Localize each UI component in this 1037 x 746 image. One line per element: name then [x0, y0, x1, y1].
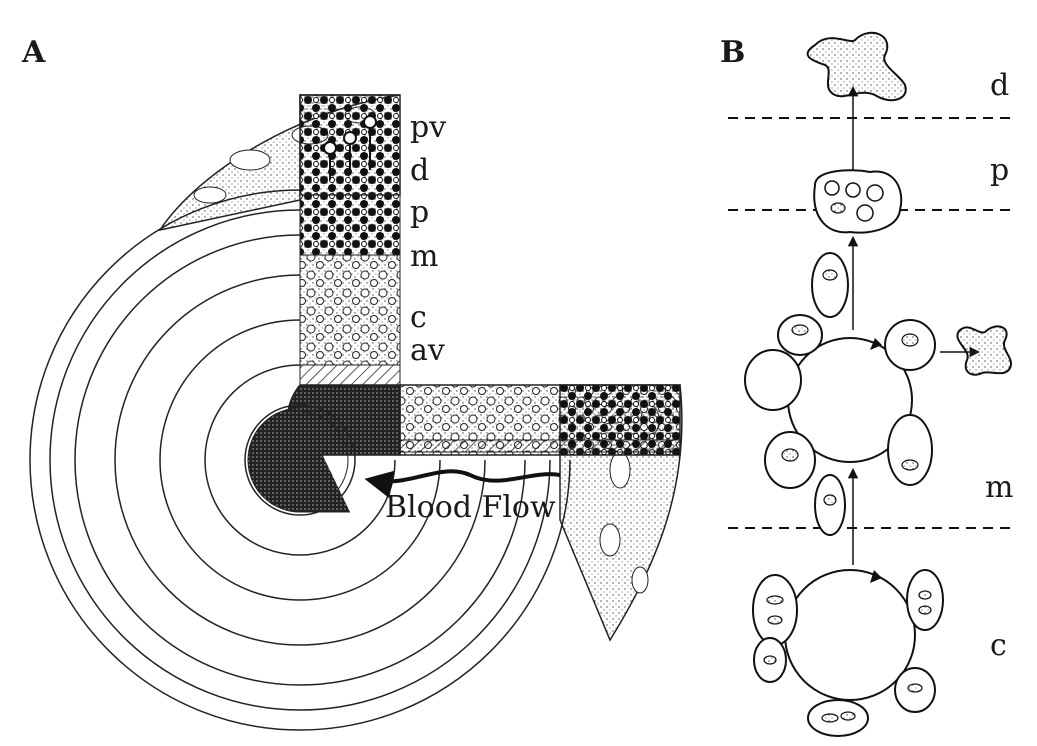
- zone-b-label-c: c: [990, 628, 1007, 663]
- cycle-arrow-m: [870, 338, 882, 350]
- blood-flow-label: Blood Flow: [385, 490, 556, 525]
- vertical-marrow-face: [299, 94, 401, 386]
- panel-b-label: B: [720, 35, 745, 70]
- zone-b-label-p: p: [990, 153, 1009, 188]
- nuclei-around-m: [781, 269, 919, 506]
- progenitor-cluster: [813, 169, 903, 234]
- central-sinus: [244, 384, 401, 516]
- cells-around-m: [744, 252, 936, 536]
- zone-b-label-d: d: [990, 68, 1009, 103]
- cycle-circle-c: [784, 569, 916, 701]
- nuclei-around-c: [763, 590, 932, 723]
- panel-b: B d p m c: [720, 31, 1015, 737]
- panel-a: A pv d p m c av Blood Flow: [21, 35, 683, 731]
- cross-section-rings: [29, 189, 571, 731]
- zone-label-p: p: [410, 195, 429, 230]
- panel-a-label: A: [21, 35, 46, 70]
- zone-label-d: d: [410, 153, 429, 188]
- differentiated-cell-side: [956, 325, 1013, 376]
- differentiated-cell-top: [806, 31, 907, 102]
- zone-b-label-m: m: [985, 470, 1013, 505]
- zone-label-av: av: [410, 333, 445, 368]
- horizontal-marrow-face: [399, 384, 681, 456]
- zone-label-pv: pv: [410, 110, 446, 145]
- zone-label-m: m: [410, 239, 438, 274]
- cycle-arrow-c: [870, 570, 882, 583]
- zone-label-c: c: [410, 300, 427, 335]
- blood-flow-arrow: [364, 469, 561, 499]
